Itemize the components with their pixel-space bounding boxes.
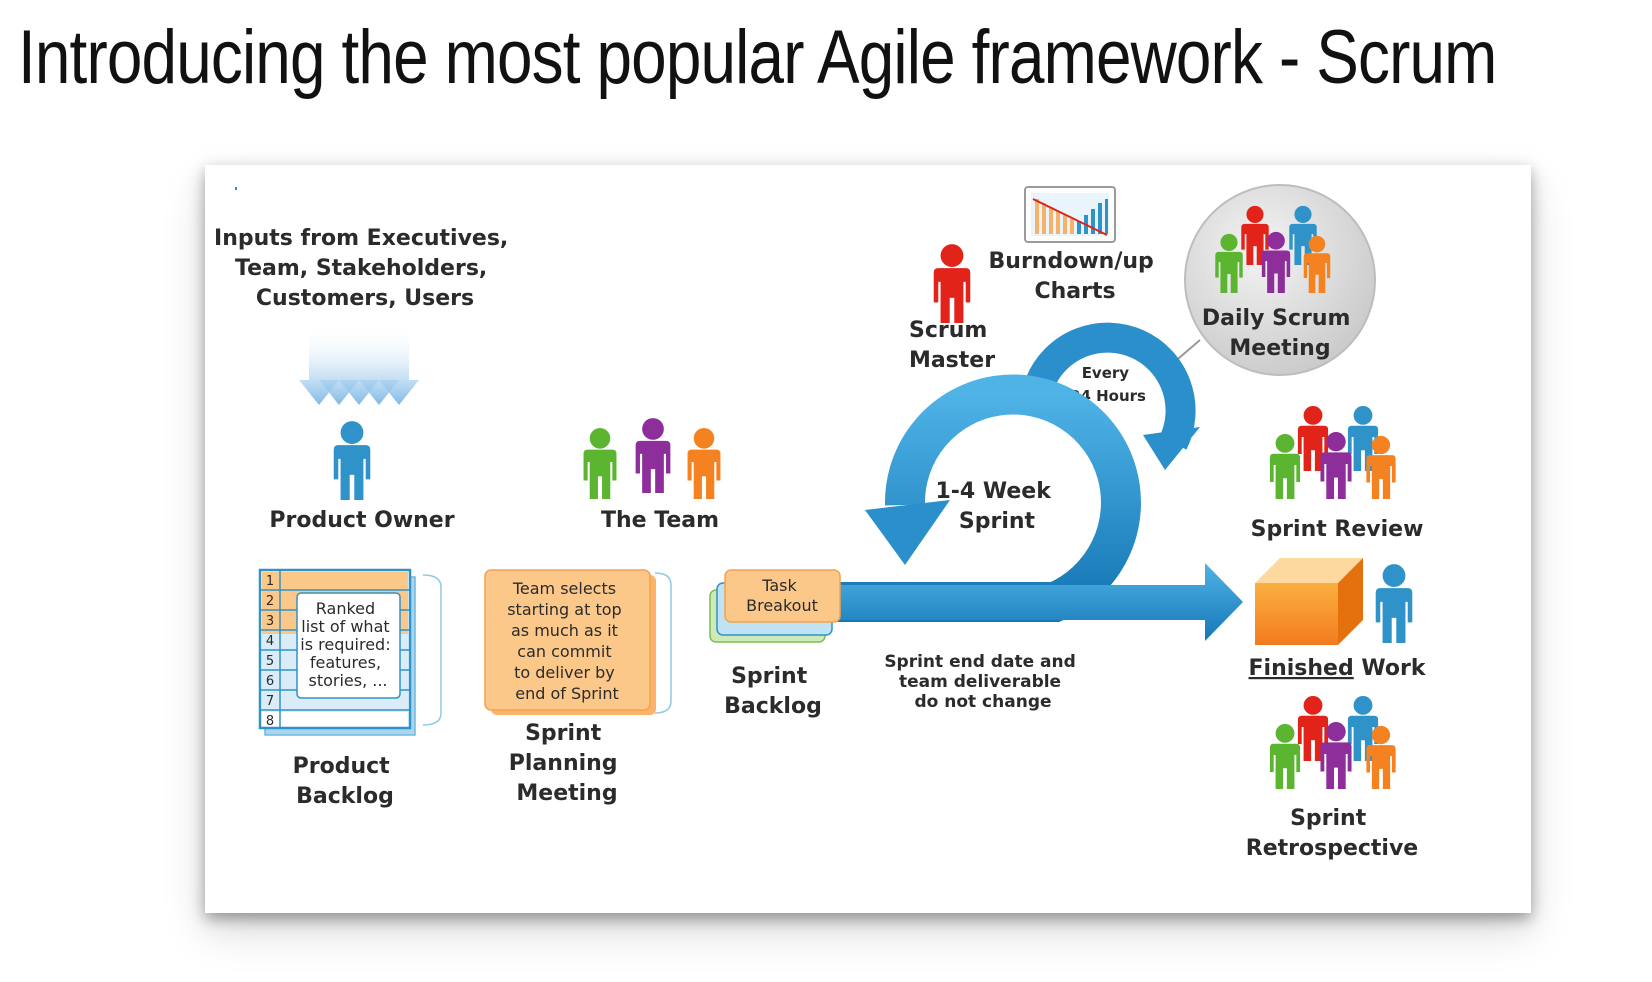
svg-text:5: 5 <box>266 654 274 669</box>
burndown-chart-icon <box>1024 186 1116 243</box>
sprint-planning-label: Sprint Planning Meeting <box>509 721 625 806</box>
sprint-retro-team-icon <box>1269 695 1396 789</box>
svg-text:8: 8 <box>266 714 274 729</box>
sprint-planning-note: Team selects starting at top as much as … <box>484 569 672 715</box>
svg-text:2: 2 <box>266 594 274 609</box>
sprint-cycle-arrow <box>823 374 1243 641</box>
finished-work-box-icon <box>1255 558 1363 645</box>
svg-text:4: 4 <box>266 634 274 649</box>
svg-text:6: 6 <box>266 674 274 689</box>
sprint-review-label: Sprint Review <box>1251 517 1424 542</box>
burndown-label: Burndown/up Charts <box>989 249 1162 304</box>
sprint-retro-label: Sprint Retrospective <box>1246 806 1418 861</box>
scrum-diagram-svg: Inputs from Executives, Team, Stakeholde… <box>214 184 1427 861</box>
finished-work-person-icon <box>1375 564 1413 643</box>
svg-text:Team selects starting at: Team selects starting at top as much as … <box>507 579 627 703</box>
svg-text:3: 3 <box>266 614 274 629</box>
sprint-backlog-label: Sprint Backlog <box>724 664 822 719</box>
backlog-note-card <box>296 592 401 699</box>
finished-work-label: Finished Work <box>1249 656 1427 681</box>
daily-cycle-arrow <box>1026 322 1200 470</box>
sprint-cycle-label: 1-4 Week Sprint <box>935 479 1058 534</box>
svg-text:1: 1 <box>266 574 274 589</box>
svg-text:7: 7 <box>266 694 274 709</box>
task-breakout-cards: Task Breakout <box>709 569 841 643</box>
the-team-label: The Team <box>601 508 719 533</box>
svg-text:Task Breakout: Task Breakout <box>746 576 818 615</box>
product-owner-icon <box>333 421 371 500</box>
sprint-review-team-icon <box>1269 405 1396 499</box>
page-title: Introducing the most popular Agile frame… <box>18 15 1497 100</box>
planning-note-card <box>484 569 651 711</box>
product-backlog-label: Product Backlog <box>293 754 398 809</box>
delivery-arrow <box>835 563 1243 641</box>
sprint-end-note: Sprint end date and team deliverable do … <box>884 652 1081 712</box>
input-arrows <box>299 325 419 405</box>
scrum-master-icon <box>933 244 971 323</box>
backlog-note: Ranked list of what is required: feature… <box>300 599 395 690</box>
corner-mark <box>235 187 237 190</box>
inputs-label: Inputs from Executives, Team, Stakeholde… <box>214 226 516 311</box>
daily-scrum-label: Daily Scrum Meeting <box>1202 306 1358 361</box>
scrum-diagram: Inputs from Executives, Team, Stakeholde… <box>205 165 1531 913</box>
product-backlog-list: 1 2 3 4 5 6 7 8 Ranked list of what is r… <box>258 568 442 736</box>
scrum-master-label: Scrum Master <box>909 318 995 373</box>
the-team-icon <box>583 418 721 499</box>
product-owner-label: Product Owner <box>269 508 454 533</box>
